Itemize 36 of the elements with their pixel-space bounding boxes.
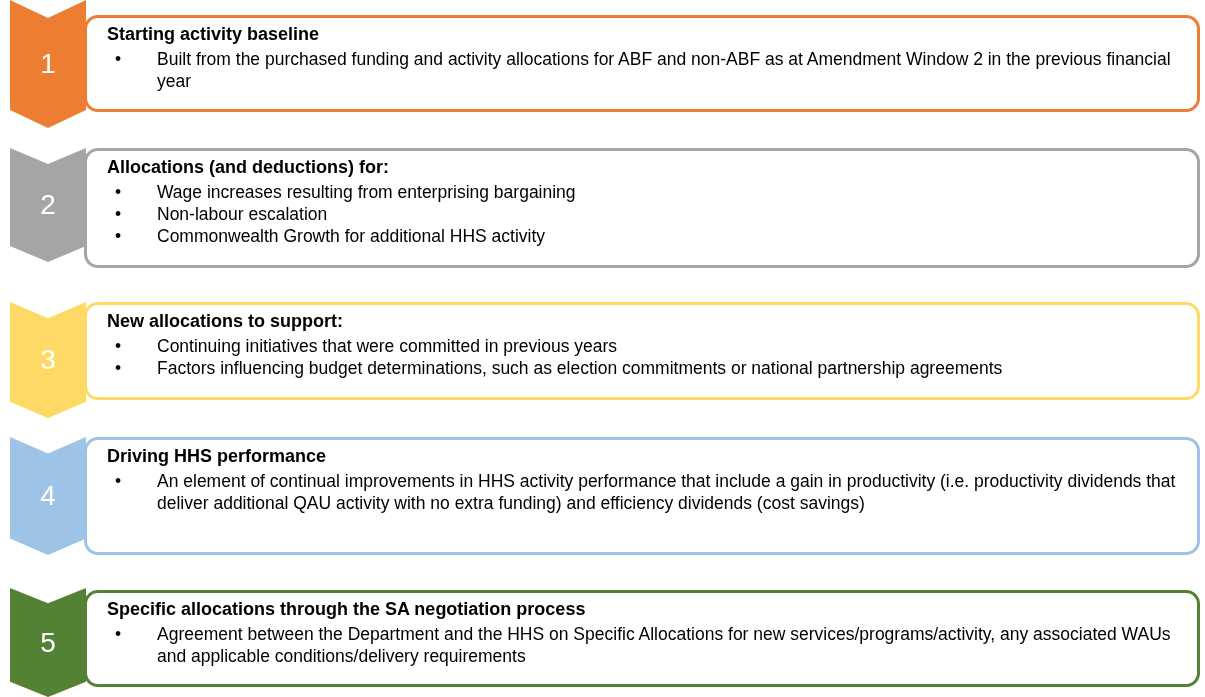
step-heading: Driving HHS performance bbox=[107, 446, 327, 467]
bullet-mark: • bbox=[115, 335, 122, 357]
step-card bbox=[84, 148, 1200, 268]
step-heading: Allocations (and deductions) for: bbox=[107, 157, 389, 178]
step-number: 1 bbox=[39, 48, 57, 80]
step-card bbox=[84, 302, 1200, 400]
bullet-text: Continuing initiatives that were committed in previous years bbox=[157, 336, 618, 356]
step-number: 5 bbox=[39, 626, 57, 659]
bullet-text: Non-labour escalation bbox=[157, 204, 328, 224]
bullet-mark: • bbox=[115, 623, 122, 645]
bullet-mark: • bbox=[115, 48, 122, 70]
bullet-text: Commonwealth Growth for additional HHS activity bbox=[157, 226, 546, 246]
bullet-mark: • bbox=[115, 203, 122, 225]
bullet-mark: • bbox=[115, 357, 122, 379]
bullet-text: An element of continual improvements in HHS activity performance that include a gain in productivity (i.e. productivity dividends that deliver additional QAU activity with no extra funding) and efficiency dividends (cost savings) bbox=[157, 471, 1176, 513]
step-heading: Specific allocations through the SA negotiation process bbox=[107, 599, 586, 620]
bullet-mark: • bbox=[115, 181, 122, 203]
bullet-text: Agreement between the Department and the HHS on Specific Allocations for new services/programs/activity, any associated WAUs and applicable conditions/delivery requirements bbox=[157, 624, 1171, 666]
step-card bbox=[84, 15, 1200, 112]
step-number: 2 bbox=[39, 189, 57, 221]
bullet-text: Factors influencing budget determinations, such as election commitments or national partnership agreements bbox=[157, 358, 1003, 378]
bullet-text: Wage increases resulting from enterprising bargaining bbox=[157, 182, 576, 202]
step-card bbox=[84, 437, 1200, 555]
step-heading: New allocations to support: bbox=[107, 311, 343, 332]
bullet-mark: • bbox=[115, 225, 122, 247]
chevron-step bbox=[10, 588, 86, 697]
bullet-mark: • bbox=[115, 470, 122, 492]
chevron-step bbox=[10, 302, 86, 418]
chevron-step bbox=[10, 148, 86, 262]
chevron-step bbox=[10, 437, 86, 555]
bullet-text: Built from the purchased funding and activity allocations for ABF and non-ABF as at Amendment Window 2 in the previous financial year bbox=[157, 49, 1171, 91]
chevron-step bbox=[10, 0, 86, 128]
step-heading: Starting activity baseline bbox=[107, 24, 320, 45]
step-number: 3 bbox=[39, 344, 57, 376]
step-card bbox=[84, 590, 1200, 687]
step-number: 4 bbox=[39, 480, 57, 512]
